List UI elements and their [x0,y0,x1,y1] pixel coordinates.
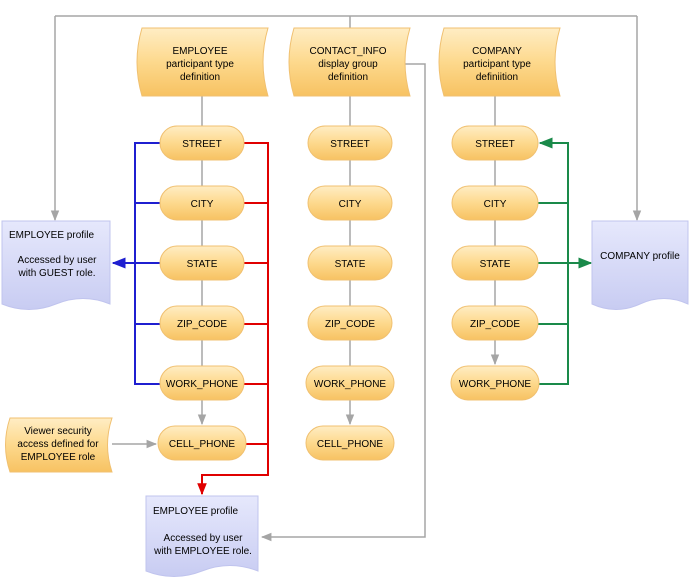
employee-field-state: STATE [159,245,245,281]
employee-field-cell-phone: CELL_PHONE [157,425,247,461]
employee-employee-profile: EMPLOYEE profile Accessed by user with E… [145,495,259,577]
viewer-security-line1: Viewer security [24,426,92,437]
company-definition-line3: definiition [476,72,518,83]
company-field-work-phone: WORK_PHONE [450,365,540,401]
company-definition: COMPANY participant type definiition [438,27,561,97]
contact-info-definition: CONTACT_INFO display group definition [288,27,411,97]
employee-field-city-label: CITY [191,199,214,210]
company-definition-line1: COMPANY [472,46,522,57]
contact-info-definition-line1: CONTACT_INFO [309,46,386,57]
company-profile-title: COMPANY profile [600,251,680,262]
contact-info-definition-line3: definition [328,72,368,83]
contact-field-street-label: STREET [330,139,369,150]
employee-guest-profile-line2: with GUEST role. [17,268,95,279]
employee-definition-line3: definition [180,72,220,83]
employee-definition-line1: EMPLOYEE [172,46,227,57]
employee-employee-profile-line1: Accessed by user [164,533,244,544]
employee-field-zip-code-label: ZIP_CODE [177,319,227,330]
contact-field-zip-code: ZIP_CODE [307,305,393,341]
viewer-security-line3: EMPLOYEE role [21,452,96,463]
guest-links [111,142,160,385]
company-links [538,137,593,385]
company-field-street: STREET [451,125,539,161]
company-field-state-label: STATE [480,259,511,270]
contact-field-cell-phone-label: CELL_PHONE [317,439,383,450]
contact-field-state: STATE [307,245,393,281]
employee-field-cell-phone-label: CELL_PHONE [169,439,235,450]
employee-field-zip-code: ZIP_CODE [159,305,245,341]
viewer-security: Viewer security access defined for EMPLO… [5,417,113,473]
viewer-security-line2: access defined for [17,439,99,450]
contact-field-street: STREET [307,125,393,161]
employee-field-state-label: STATE [187,259,218,270]
employee-employee-profile-line2: with EMPLOYEE role. [153,546,252,557]
employee-field-work-phone-label: WORK_PHONE [166,379,239,390]
company-definition-line2: participant type [463,59,531,70]
contact-field-zip-code-label: ZIP_CODE [325,319,375,330]
contact-field-city: CITY [307,185,393,221]
contact-field-work-phone: WORK_PHONE [305,365,395,401]
employee-definition-line2: participant type [166,59,234,70]
contact-field-state-label: STATE [335,259,366,270]
company-field-state: STATE [451,245,539,281]
employee-guest-profile-title: EMPLOYEE profile [9,230,94,241]
company-profile: COMPANY profile [591,220,689,310]
company-field-work-phone-label: WORK_PHONE [459,379,532,390]
contact-info-definition-line2: display group [318,59,378,70]
company-field-zip-code-label: ZIP_CODE [470,319,520,330]
company-field-city: CITY [451,185,539,221]
employee-links [197,142,269,496]
connector-lines [50,15,642,542]
contact-field-cell-phone: CELL_PHONE [305,425,395,461]
contact-field-city-label: CITY [339,199,362,210]
employee-employee-profile-title: EMPLOYEE profile [153,506,238,517]
employee-field-work-phone: WORK_PHONE [159,365,245,401]
employee-field-street: STREET [159,125,245,161]
employee-field-city: CITY [159,185,245,221]
contact-field-work-phone-label: WORK_PHONE [314,379,387,390]
employee-field-street-label: STREET [182,139,221,150]
employee-guest-profile: EMPLOYEE profile Accessed by user with G… [1,220,111,310]
employee-guest-profile-line1: Accessed by user [18,255,98,266]
company-field-street-label: STREET [475,139,514,150]
company-field-city-label: CITY [484,199,507,210]
employee-definition: EMPLOYEE participant type definition [136,27,269,97]
company-field-zip-code: ZIP_CODE [451,305,539,341]
